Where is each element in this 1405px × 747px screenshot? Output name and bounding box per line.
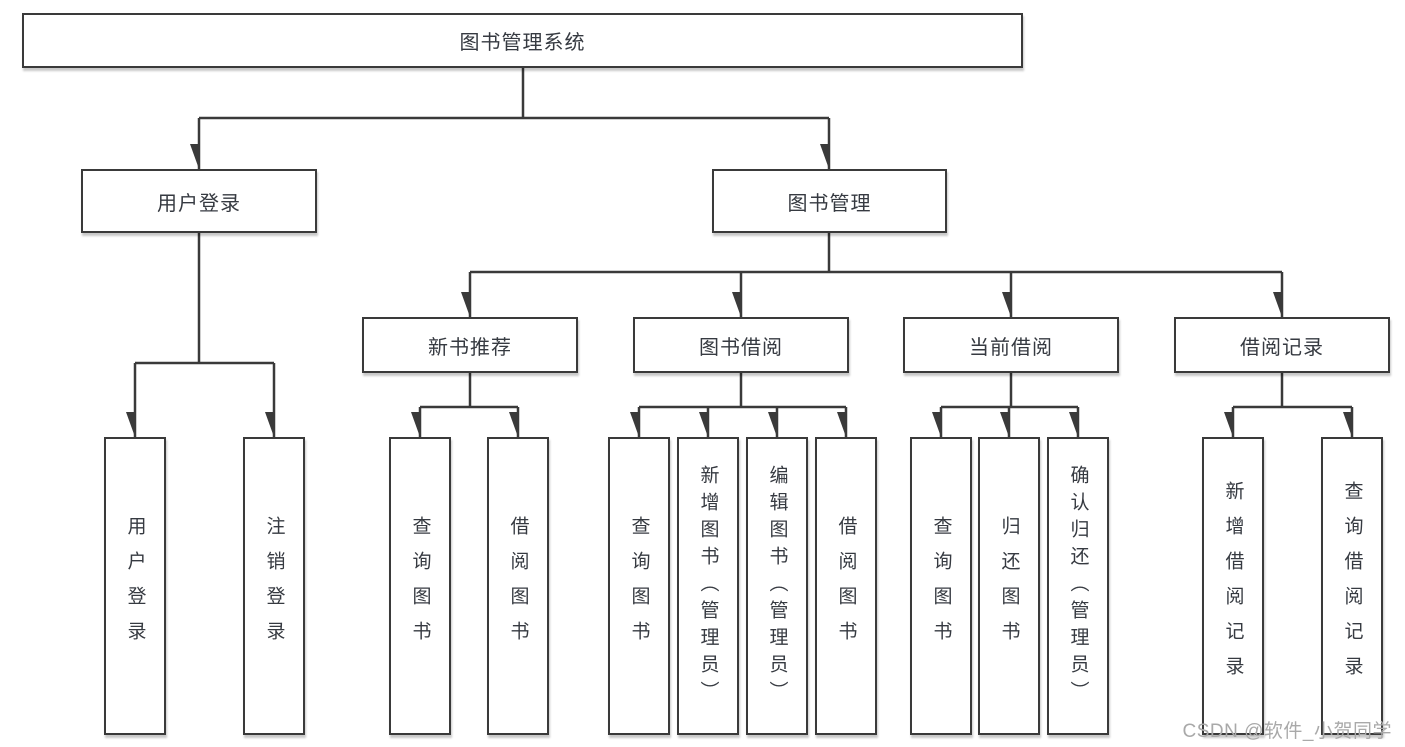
node-current-borrowing: 当前借阅 xyxy=(903,317,1119,373)
leaf-query-books-current: 查询图书 xyxy=(910,437,972,735)
node-label: 查询图书 xyxy=(930,516,952,656)
node-label: 图书借阅 xyxy=(699,336,783,359)
leaf-query-books-borrowing: 查询图书 xyxy=(608,437,670,735)
node-label: 确认归还（管理员） xyxy=(1067,464,1089,708)
leaf-query-borrow-record: 查询借阅记录 xyxy=(1321,437,1383,735)
leaf-return-books: 归还图书 xyxy=(978,437,1040,735)
node-label: 注销登录 xyxy=(263,516,285,656)
node-label: 查询图书 xyxy=(628,516,650,656)
node-label: 当前借阅 xyxy=(969,336,1053,359)
node-user-login: 用户登录 xyxy=(81,169,317,233)
node-label: 编辑图书（管理员） xyxy=(766,464,788,708)
leaf-user-login: 用户登录 xyxy=(104,437,166,735)
node-borrowing-records: 借阅记录 xyxy=(1174,317,1390,373)
node-book-management: 图书管理 xyxy=(712,169,947,233)
node-label: 新增借阅记录 xyxy=(1222,481,1244,691)
node-label: 图书管理 xyxy=(787,192,872,215)
csdn-watermark: CSDN @软件_小贺同学 xyxy=(1182,721,1392,742)
node-label: 借阅图书 xyxy=(835,516,857,656)
node-new-book-recommend: 新书推荐 xyxy=(362,317,578,373)
node-label: 图书管理系统 xyxy=(459,32,586,54)
leaf-query-books-recommend: 查询图书 xyxy=(389,437,451,735)
node-label: 归还图书 xyxy=(998,516,1020,656)
leaf-borrow-books-borrowing: 借阅图书 xyxy=(815,437,877,735)
node-book-borrowing: 图书借阅 xyxy=(633,317,849,373)
node-label: 新书推荐 xyxy=(428,336,512,359)
leaf-borrow-books-recommend: 借阅图书 xyxy=(487,437,549,735)
leaf-add-book-admin: 新增图书（管理员） xyxy=(677,437,739,735)
node-label: 借阅记录 xyxy=(1240,336,1324,359)
node-library-system: 图书管理系统 xyxy=(22,13,1023,68)
node-label: 查询借阅记录 xyxy=(1341,481,1363,691)
node-label: 新增图书（管理员） xyxy=(697,464,719,708)
leaf-edit-book-admin: 编辑图书（管理员） xyxy=(746,437,808,735)
node-label: 用户登录 xyxy=(157,192,241,215)
leaf-logout: 注销登录 xyxy=(243,437,305,735)
node-label: 用户登录 xyxy=(124,516,146,656)
node-label: 借阅图书 xyxy=(507,516,529,656)
node-label: 查询图书 xyxy=(409,516,431,656)
leaf-add-borrow-record: 新增借阅记录 xyxy=(1202,437,1264,735)
leaf-confirm-return-admin: 确认归还（管理员） xyxy=(1047,437,1109,735)
